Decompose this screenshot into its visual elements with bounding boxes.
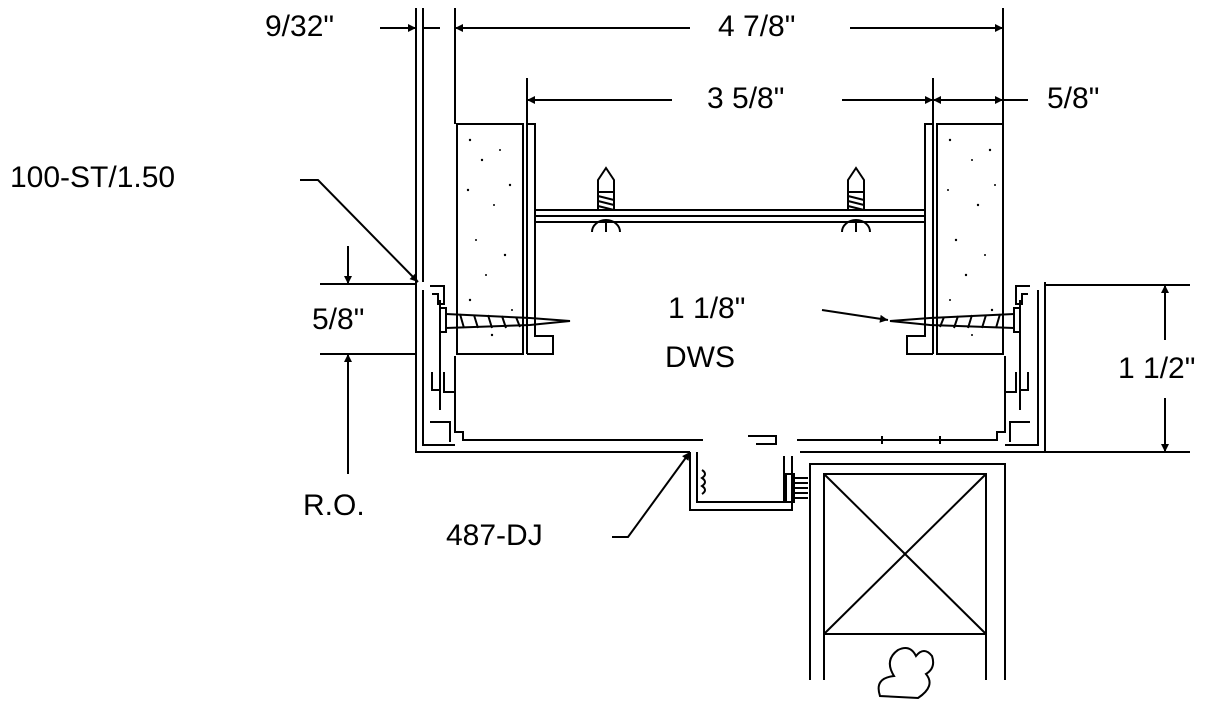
part-label-487-dj: 487-DJ <box>446 519 543 552</box>
door-leaf <box>809 463 1006 700</box>
leader-lines <box>300 179 889 538</box>
dimension-4-7-8: 4 7/8" <box>718 10 796 43</box>
gypsum-board-left <box>456 123 554 355</box>
dimension-1-1-2: 1 1/2" <box>1118 352 1196 385</box>
part-label-100-st: 100-ST/1.50 <box>10 161 176 194</box>
dimension-5-8-left: 5/8" <box>312 303 365 336</box>
screw-type-label: DWS <box>665 341 735 374</box>
frame-487-dj-profile <box>415 282 1046 511</box>
dimension-3-5-8: 3 5/8" <box>707 82 785 115</box>
dimension-lines <box>320 24 1190 474</box>
screw-length-label: 1 1/8" <box>668 292 746 325</box>
dimension-5-8-top: 5/8" <box>1047 82 1100 115</box>
steel-stud-web <box>535 209 925 223</box>
drywall-screw-right <box>889 307 1021 333</box>
web-screw-left <box>591 166 621 233</box>
web-screw-right <box>841 166 871 233</box>
drywall-screw-left <box>439 307 571 333</box>
dimension-9-32: 9/32" <box>265 10 335 43</box>
gypsum-texture <box>466 138 996 337</box>
extension-lines <box>415 8 1004 282</box>
rough-opening-label: R.O. <box>303 489 365 522</box>
gypsum-board-right <box>906 123 1004 355</box>
